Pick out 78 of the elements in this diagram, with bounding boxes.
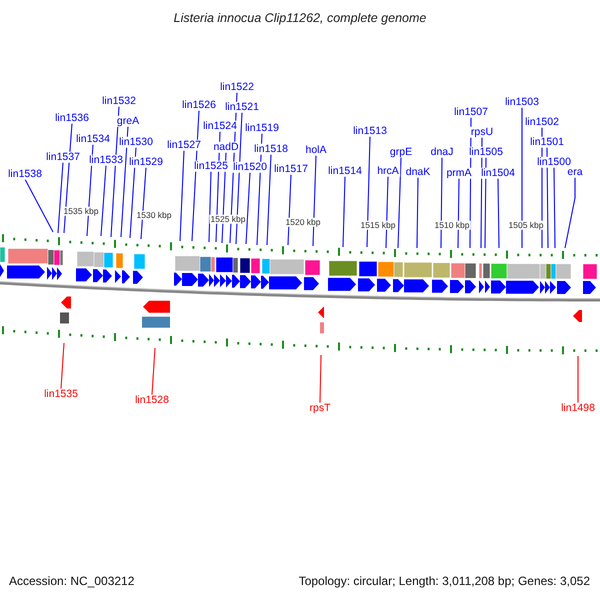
leader-line [208, 170, 212, 242]
gene-label: dnaJ [430, 146, 454, 158]
scale-label: 1515 kbp [360, 220, 396, 230]
gene-label: lin1538 [7, 168, 43, 180]
leader-line [440, 156, 442, 248]
leader-line [288, 174, 292, 246]
gene-label: lin1527 [166, 140, 202, 150]
gene-label: lin1530 [118, 136, 154, 148]
leader-line [24, 178, 54, 232]
gene-label: lin1524 [202, 120, 238, 132]
leader-line [320, 354, 322, 404]
gene-label: era [566, 166, 584, 178]
leader-line [180, 150, 184, 242]
leader-line [312, 154, 316, 246]
gene-label: hrcA [376, 166, 400, 176]
gene-label: lin1522 [219, 82, 255, 92]
scale-label: 1510 kbp [434, 220, 470, 230]
leader-line [120, 126, 128, 238]
leader-line [58, 162, 64, 234]
leader-line [386, 176, 388, 248]
gene-label: lin1520 [232, 162, 268, 172]
leader-line [546, 146, 548, 248]
scale-label: 1525 kbp [210, 214, 246, 224]
gene-label: lin1507 [453, 106, 489, 118]
gene-label: lin1504 [480, 168, 516, 178]
gene-label: lin1532 [101, 96, 137, 106]
leader-line [130, 146, 136, 238]
gene-label: dnaK [404, 166, 432, 178]
gene-label: rpsU [470, 126, 494, 138]
gene-label: nadD [212, 142, 240, 152]
leader-line [554, 166, 556, 248]
scale-label: 1505 kbp [508, 220, 544, 230]
gene-label: lin1501 [529, 136, 565, 148]
gene-label: rpsT [308, 402, 332, 414]
scale-label: 1530 kbp [136, 210, 172, 220]
scale-label: 1520 kbp [284, 218, 322, 226]
gene-label: lin1529 [128, 156, 164, 168]
leader-line [484, 156, 486, 248]
leader-line [458, 178, 460, 248]
leader-line [60, 342, 64, 390]
gene-label: lin1505 [468, 146, 504, 158]
gene-label: lin1534 [75, 134, 111, 144]
gene-label: lin1533 [88, 154, 124, 166]
gene-label: lin1502 [524, 116, 560, 128]
gene-label: lin1535 [43, 388, 79, 400]
gene-label: lin1528 [134, 394, 170, 406]
gene-label: prmA [445, 168, 473, 178]
leader-line [498, 178, 500, 248]
gene-label: grpE [388, 146, 414, 158]
leader-line [266, 154, 272, 246]
gene-label: lin1525 [193, 160, 229, 172]
gene-label: lin1517 [273, 164, 309, 174]
genome-stats-note: Topology: circular; Length: 3,011,208 bp; Genes: 3,052 [298, 575, 590, 587]
gene-label: lin1503 [504, 96, 540, 108]
leader-line [342, 176, 346, 248]
title: Listeria innocua Clip11262, complete genome [174, 12, 426, 24]
leader-line [564, 176, 576, 248]
leader-line [140, 166, 146, 240]
leader-line [366, 136, 370, 248]
leader-line [398, 156, 402, 248]
leader-line [416, 176, 418, 248]
gene-label: lin1519 [244, 122, 280, 134]
accession-note: Accession: NC_003212 [9, 575, 134, 587]
gene-label: holA [304, 144, 328, 156]
gene-label: lin1536 [54, 112, 90, 124]
leader-line [100, 164, 106, 236]
gene-label: greA [116, 116, 140, 126]
gene-label: lin1526 [181, 100, 217, 110]
gene-label: lin1521 [224, 102, 260, 112]
gene-label: lin1500 [536, 156, 572, 168]
gene-label: lin1518 [253, 144, 289, 154]
gene-label: lin1498 [560, 402, 596, 414]
gene-label: lin1513 [352, 126, 388, 136]
gene-label: lin1537 [45, 152, 81, 162]
leader-line [246, 172, 250, 244]
scale-label: 1535 kbp [62, 206, 100, 216]
gene-label: lin1514 [327, 166, 363, 176]
leader-line [152, 348, 156, 396]
